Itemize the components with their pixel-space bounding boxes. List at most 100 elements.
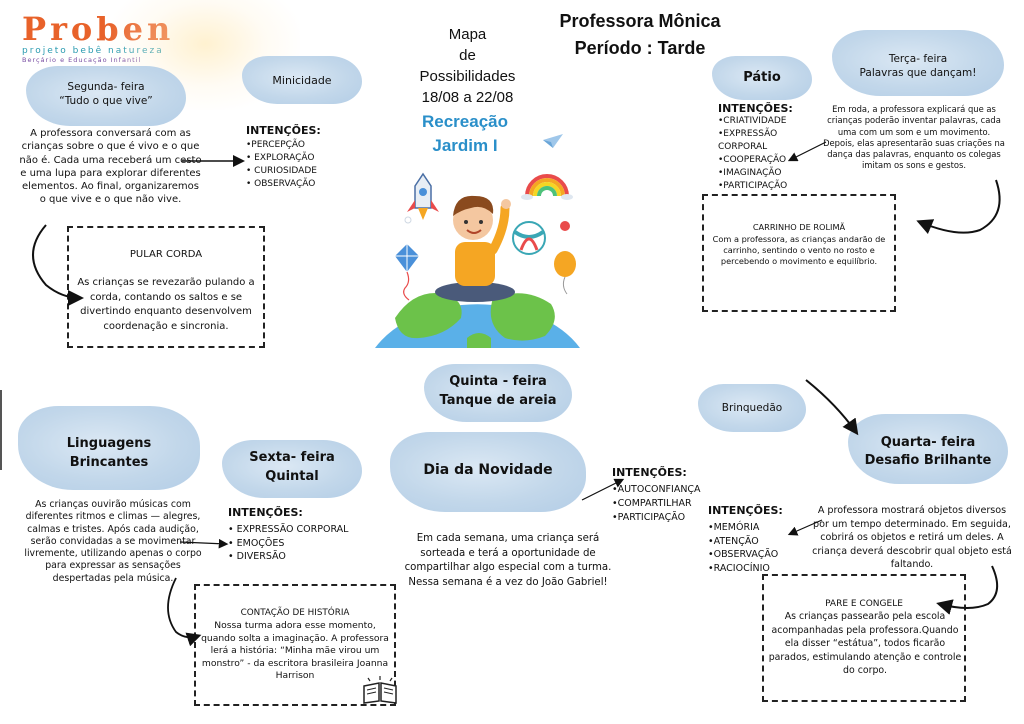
linguagens-cloud (18, 406, 200, 490)
wednesday-day: Quarta- feira (880, 435, 976, 450)
recreation-line: Jardim I (432, 136, 498, 155)
minicidade-label: Minicidade (272, 74, 332, 87)
thursday-intentions: INTENÇÕES: •AUTOCONFIANÇA •COMPARTILHAR … (612, 466, 712, 525)
child-icon (435, 195, 515, 302)
recreation-title: Recreação Jardim I (395, 110, 535, 158)
book-icon (363, 676, 397, 704)
novidade-label: Dia da Novidade (423, 462, 553, 478)
minicidade-cloud (242, 56, 362, 104)
map-title-line: Mapa (448, 26, 487, 43)
tuesday-description: Em roda, a professora explicará que as c… (823, 104, 1005, 171)
map-title-line: 18/08 a 22/08 (421, 89, 514, 106)
balloon-icon (554, 251, 576, 295)
monday-day: Segunda- feira (67, 81, 145, 93)
arrow-friday-box (167, 577, 202, 647)
teacher-name: Professora Mônica (559, 11, 721, 31)
brinquedao-label: Brinquedão (721, 402, 783, 414)
monday-box-text: As crianças se revezarão pulando a corda… (77, 277, 255, 332)
thursday-day: Quinta - feira (449, 374, 547, 389)
arrow-tuesday-box (916, 179, 1001, 235)
friday-cloud (222, 440, 362, 498)
wednesday-box-title: PARE E CONGELE (825, 599, 903, 609)
intention-item: •PERCEPÇÃO (246, 140, 305, 150)
arrow-friday-intentions (179, 538, 229, 549)
thursday-theme: Tanque de areia (439, 393, 557, 408)
intentions-title: INTENÇÕES: (228, 506, 303, 519)
intention-item: •CRIATIVIDADE (718, 116, 787, 126)
tuesday-cloud (832, 30, 1004, 96)
intention-item: •EXPRESSÃO CORPORAL (718, 129, 778, 152)
linguagens-label: Linguagens Brincantes (18, 434, 200, 472)
tuesday-day: Terça- feira (888, 53, 948, 65)
friday-title: Sexta- feira Quintal (222, 448, 362, 486)
patio-label: Pátio (743, 70, 781, 85)
tuesday-box-text: Com a professora, as crianças andarão de… (712, 234, 886, 266)
wednesday-intentions: INTENÇÕES: •MEMÓRIA •ATENÇÃO •OBSERVAÇÃO… (708, 504, 808, 575)
globe-icon (375, 293, 580, 348)
arrow-tuesday-intentions (787, 141, 827, 162)
arrow-wednesday-intentions (787, 519, 823, 536)
intention-item: • OBSERVAÇÃO (246, 179, 316, 189)
rainbow-icon (521, 174, 573, 200)
logo-subtitle: projeto bebê natureza (22, 46, 164, 56)
arrow-wednesday-box (936, 565, 999, 615)
arrow-thursday-intentions (581, 478, 625, 501)
paper-plane-icon (543, 134, 563, 148)
rocket-icon (404, 172, 439, 224)
monday-title: Segunda- feira “Tudo o que vive” (30, 80, 182, 108)
tuesday-box-title: CARRINHO DE ROLIMÃ (752, 222, 846, 232)
arrow-brinquedao (805, 379, 859, 436)
intention-item: •ATENÇÃO (708, 535, 759, 547)
monday-box (67, 226, 265, 348)
central-illustration (375, 134, 580, 348)
intention-item: •COOPERAÇÃO (718, 155, 787, 165)
map-title-line: de (459, 47, 476, 64)
wednesday-description: A professora mostrará objetos diversos p… (812, 505, 1012, 570)
thursday-description: Em cada semana, uma criança será sortead… (404, 533, 612, 588)
intention-item: • DIVERSÃO (228, 551, 286, 562)
friday-box-text: Nossa turma adora esse momento, quando s… (201, 620, 389, 681)
arrow-monday-box (32, 224, 84, 306)
monday-intentions: INTENÇÕES: •PERCEPÇÃO • EXPLORAÇÃO • CUR… (246, 124, 356, 191)
period: Período : Tarde (574, 38, 706, 58)
intention-item: • EXPLORAÇÃO (246, 153, 315, 163)
intention-item: •MEMÓRIA (708, 522, 760, 533)
tuesday-box (702, 194, 896, 312)
friday-theme: Quintal (265, 469, 319, 484)
friday-description: As crianças ouvirão músicas com diferent… (24, 499, 202, 584)
intention-item: •PARTICIPAÇÃO (612, 512, 686, 523)
monday-cloud (26, 66, 186, 126)
friday-intentions: INTENÇÕES: • EXPRESSÃO CORPORAL • EMOÇÕE… (228, 506, 368, 564)
intention-item: •IMAGINAÇÃO (718, 168, 782, 178)
thursday-cloud (424, 364, 572, 422)
monday-box-title: PULAR CORDA (129, 249, 203, 260)
intentions-title: INTENÇÕES: (246, 124, 321, 137)
linguagens-line: Brincantes (69, 455, 149, 470)
wednesday-cloud (848, 414, 1008, 484)
intention-item: • EMOÇÕES (228, 537, 285, 549)
monday-description: A professora conversará com as crianças … (19, 128, 202, 206)
intention-item: •AUTOCONFIANÇA (612, 484, 701, 495)
intention-item: •RACIOCÍNIO (708, 562, 770, 574)
ball-icon (512, 221, 546, 255)
monday-theme: “Tudo o que vive” (59, 95, 153, 107)
tuesday-title: Terça- feira Palavras que dançam! (832, 52, 1004, 80)
intentions-title: INTENÇÕES: (718, 102, 793, 115)
intention-item: •PARTICIPAÇÃO (718, 181, 788, 191)
intention-item: •OBSERVAÇÃO (708, 549, 779, 560)
logo-tagline: Berçário e Educação Infantil (22, 56, 142, 64)
intention-item: • EXPRESSÃO CORPORAL (228, 524, 349, 535)
wednesday-title: Quarta- feira Desafio Brilhante (848, 434, 1008, 470)
intention-item: •COMPARTILHAR (612, 498, 692, 509)
recreation-line: Recreação (421, 112, 508, 131)
map-title-line: Possibilidades (419, 68, 516, 85)
tuesday-intentions: INTENÇÕES: •CRIATIVIDADE •EXPRESSÃO CORP… (718, 102, 818, 193)
map-title: Mapa de Possibilidades 18/08 a 22/08 (405, 24, 530, 108)
novidade-cloud (390, 432, 586, 512)
patio-cloud (712, 56, 812, 100)
intentions-title: INTENÇÕES: (612, 466, 687, 479)
brinquedao-cloud (698, 384, 806, 432)
intentions-title: INTENÇÕES: (708, 504, 783, 517)
wednesday-box-text: As crianças passearão pela escola acompa… (768, 611, 962, 676)
